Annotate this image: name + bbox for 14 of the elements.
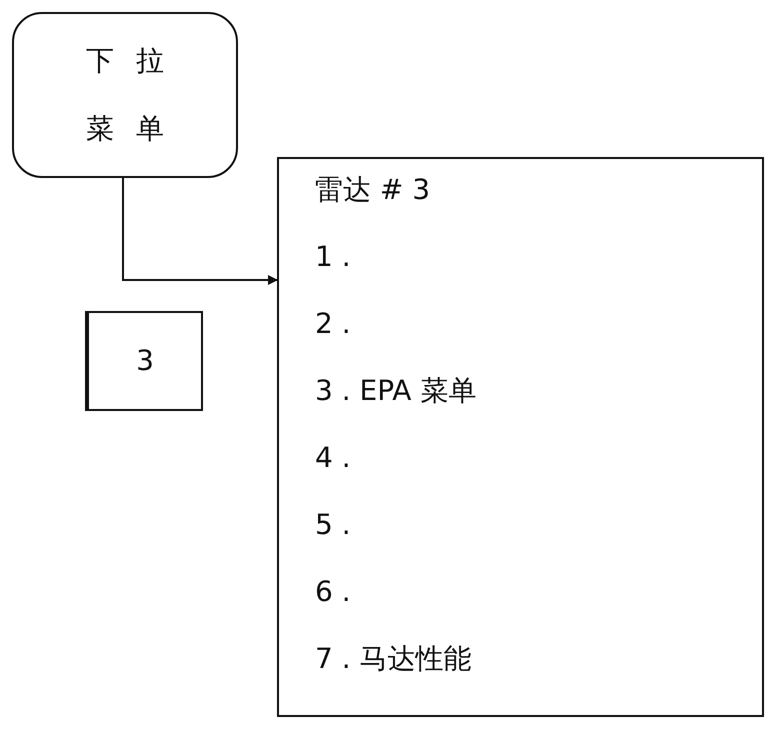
menu-list-box [277,157,764,717]
menu-title: 雷达 # 3 [315,173,430,207]
menu-item: 4 . [315,441,351,475]
menu-item: 2 . [315,307,351,341]
box-label: 下拉菜单 [85,43,186,147]
menu-item: 6 . [315,575,351,609]
menu-item: 7 . 马达性能 [315,642,472,676]
number-box [85,311,203,411]
arrow [122,178,278,285]
menu-button-box [12,12,238,178]
menu-item: 5 . [315,508,351,542]
box-label: 3 [136,344,154,378]
menu-item: 1 . [315,240,351,274]
menu-item: 3 . EPA 菜单 [315,374,476,408]
